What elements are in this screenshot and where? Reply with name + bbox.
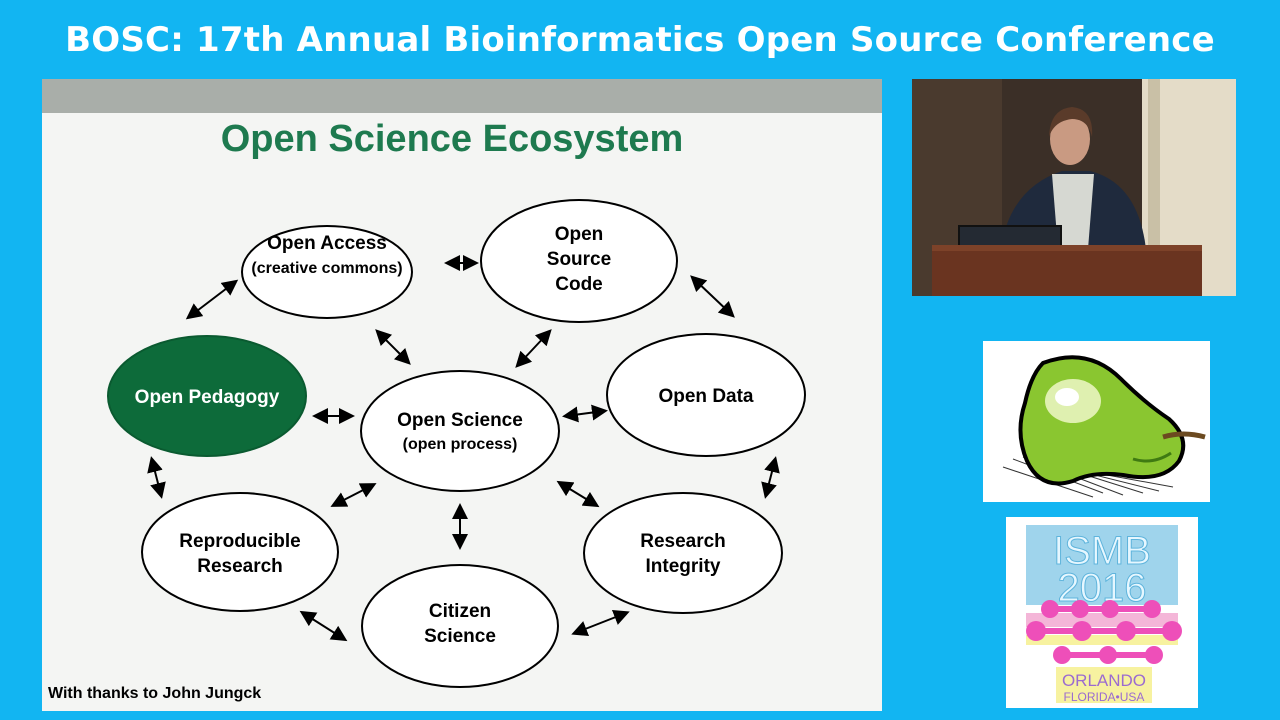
node-reproducible-research: Reproducible Research [141, 492, 339, 612]
arrow [562, 404, 608, 423]
node-sublabel: (creative commons) [251, 260, 402, 277]
node-research-integrity: Research Integrity [583, 492, 783, 614]
node-label: Science [424, 626, 496, 647]
node-label: Open Science [397, 410, 523, 431]
node-citizen-science: Citizen Science [361, 564, 559, 688]
slide-title: Open Science Ecosystem [221, 118, 684, 160]
arrow [761, 456, 780, 499]
ecosystem-diagram: Open Science Ecosystem Open Access (crea… [48, 118, 806, 702]
node-label: Citizen [429, 601, 491, 622]
node-label: Research [640, 531, 726, 552]
ismb-text: ISMB [1053, 529, 1151, 573]
node-label: Open Pedagogy [135, 387, 280, 408]
conference-title: BOSC: 17th Annual Bioinformatics Open So… [65, 20, 1215, 60]
arrow [185, 279, 239, 320]
arrow [571, 609, 630, 637]
node-open-source-code: Open Source Code [480, 199, 678, 323]
speaker-video-image [912, 79, 1236, 296]
node-open-science: Open Science (open process) [360, 370, 560, 492]
node-label: Reproducible [179, 531, 300, 552]
arrow [375, 329, 411, 365]
pear-logo-icon [1002, 355, 1206, 498]
node-label: Source [547, 249, 611, 270]
node-label: Open Data [658, 386, 753, 407]
node-label: Integrity [646, 556, 721, 577]
arrows [147, 255, 780, 642]
arrow [299, 610, 348, 642]
arrow [330, 483, 377, 507]
slide-top-bar [42, 79, 882, 113]
arrow [515, 329, 552, 368]
node-open-access: Open Access (creative commons) [241, 225, 413, 319]
conference-banner: BOSC: 17th Annual Bioinformatics Open So… [0, 0, 1280, 80]
ismb-2016-logo: ISMB 2016 ORLANDO FLORIDA•USA [1026, 525, 1182, 704]
speaker-video [912, 79, 1236, 296]
node-sublabel: (open process) [403, 436, 518, 453]
ismb-city-text: ORLANDO [1062, 671, 1146, 690]
node-label: Code [555, 274, 603, 295]
bosc-logo [983, 341, 1210, 502]
arrow [690, 275, 735, 318]
ismb-logo: ISMB 2016 ORLANDO FLORIDA•USA [1006, 517, 1198, 708]
node-open-data: Open Data [606, 333, 806, 457]
arrow [556, 480, 600, 508]
ismb-state-text: FLORIDA•USA [1064, 690, 1145, 704]
presentation-slide: Open Science Ecosystem Open Access (crea… [42, 79, 882, 711]
node-label: Research [197, 556, 283, 577]
node-label: Open Access [267, 233, 387, 254]
ismb-year-text: 2016 [1058, 566, 1147, 610]
arrow [147, 456, 166, 499]
node-open-pedagogy: Open Pedagogy [107, 335, 307, 457]
slide-credit: With thanks to John Jungck [48, 685, 261, 702]
node-label: Open [555, 224, 604, 245]
